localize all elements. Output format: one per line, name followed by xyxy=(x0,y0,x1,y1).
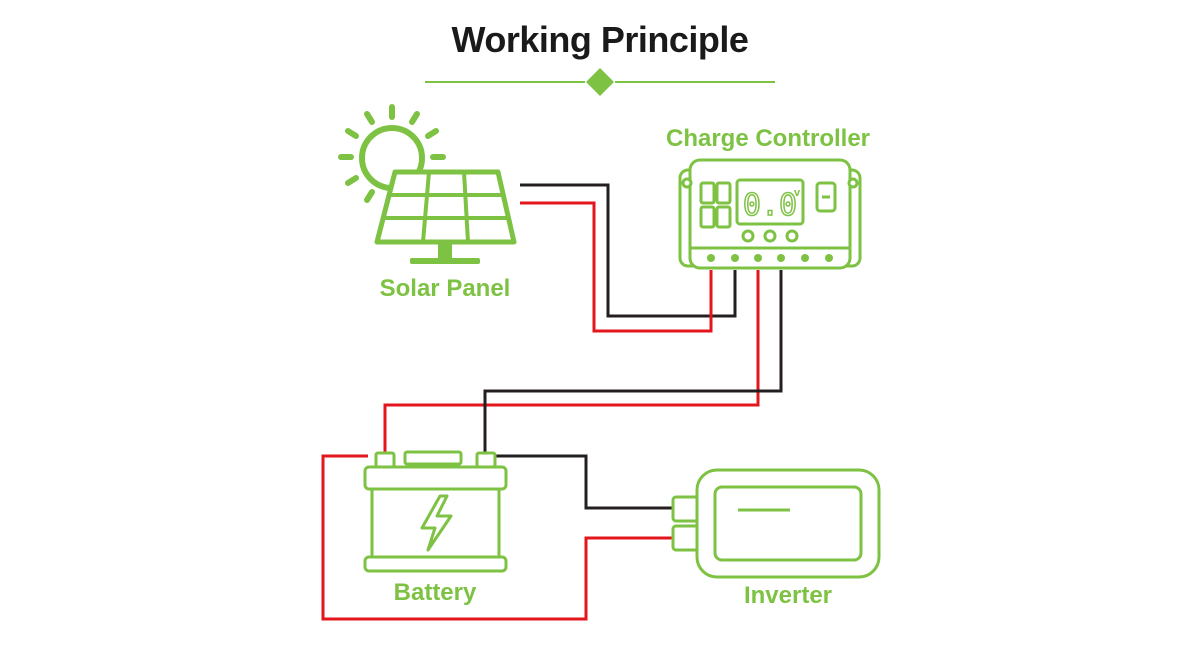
terminal-dot xyxy=(801,254,809,262)
solar-panel: Solar Panel xyxy=(338,104,517,302)
controller-knob xyxy=(785,229,799,243)
inverter-icon xyxy=(671,468,881,579)
inverter-negative-wire xyxy=(493,454,672,510)
battery-negative-wire xyxy=(483,270,783,452)
inverter-screen xyxy=(713,485,863,562)
charge-controller-label: Charge Controller xyxy=(666,125,870,152)
battery-terminal-negative xyxy=(475,451,497,469)
inverter-port xyxy=(671,495,701,523)
terminal-dot xyxy=(707,254,715,262)
title-divider xyxy=(425,68,775,96)
controller-display-unit: v xyxy=(794,187,801,199)
controller-terminals xyxy=(707,254,833,262)
battery: Battery xyxy=(363,450,508,606)
inverter: Inverter xyxy=(671,468,881,609)
battery-label: Battery xyxy=(394,579,477,606)
sun-icon xyxy=(338,104,446,203)
wiring xyxy=(321,183,783,621)
controller-display-value: 0.0 xyxy=(743,188,797,223)
controller-knob xyxy=(741,229,755,243)
terminal-dot xyxy=(731,254,739,262)
battery-icon xyxy=(363,450,508,573)
terminal-dot xyxy=(754,254,762,262)
solar-positive-wire xyxy=(520,201,713,333)
inverter-positive-wire xyxy=(321,454,672,621)
solar-panel-icon xyxy=(374,169,517,264)
battery-terminal-positive xyxy=(374,451,396,469)
charge-controller: Charge Controller 0.0 v xyxy=(666,125,870,270)
inverter-port xyxy=(671,524,701,552)
battery-positive-wire xyxy=(383,270,760,452)
terminal-dot xyxy=(777,254,785,262)
controller-knob xyxy=(763,229,777,243)
controller-display xyxy=(735,178,805,226)
inverter-label: Inverter xyxy=(744,582,832,609)
diamond-icon xyxy=(586,68,614,96)
solar-panel-label: Solar Panel xyxy=(380,275,511,302)
solar-negative-wire xyxy=(520,183,737,318)
lightning-bolt-icon xyxy=(420,494,453,552)
terminal-dot xyxy=(825,254,833,262)
page-title: Working Principle xyxy=(452,19,749,60)
charge-controller-icon xyxy=(678,158,862,270)
